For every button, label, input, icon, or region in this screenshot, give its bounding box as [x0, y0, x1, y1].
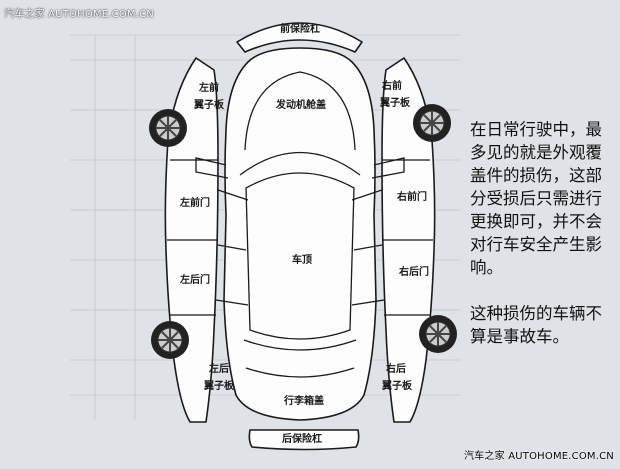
watermark-top: 汽车之家 AUTOHOME.COM.CN — [4, 9, 154, 20]
hood-panel — [244, 71, 356, 151]
left-front-fender-label-line1: 左前 — [198, 81, 219, 94]
trunk-label: 行李箱盖 — [283, 394, 324, 407]
front-bumper-panel — [236, 22, 363, 53]
right-front-door-label: 右前门 — [396, 190, 427, 203]
windshield — [239, 151, 361, 176]
left-c-pillar-link — [215, 299, 249, 306]
rear-bumper-panel — [248, 429, 360, 451]
left-rear-door-label: 左后门 — [179, 273, 210, 286]
right-front-fender-label-line1: 右前 — [381, 79, 402, 92]
right-rear-wheel-icon — [419, 315, 457, 353]
hood-label: 发动机舱盖 — [275, 98, 326, 111]
watermark-bottom: 汽车之家 AUTOHOME.COM.CN — [464, 451, 614, 462]
roof-label: 车顶 — [292, 253, 312, 266]
right-a-pillar-link — [351, 189, 383, 201]
left-b-pillar-link — [217, 244, 247, 251]
left-rear-fender-label-line1: 左后 — [208, 362, 229, 375]
note-paragraph-1: 在日常行驶中，最多见的就是外观覆盖件的损伤，这部分受损后只需进行更换即可，并不会… — [470, 120, 602, 277]
left-a-pillar-link — [217, 189, 249, 201]
car-body-outline — [223, 47, 377, 421]
left-rear-wheel-icon — [151, 321, 189, 359]
right-mirror — [371, 157, 405, 179]
left-mirror — [195, 157, 229, 179]
rear-window — [243, 339, 357, 351]
left-rear-fender-label-line2: 翼子板 — [203, 379, 235, 392]
right-b-pillar-link — [353, 244, 383, 251]
roof-panel — [245, 172, 355, 340]
right-front-wheel-icon — [413, 104, 451, 142]
right-rear-fender-label-line2: 翼子板 — [381, 379, 413, 392]
explanation-note: 在日常行驶中，最多见的就是外观覆盖件的损伤，这部分受损后只需进行更换即可，并不会… — [470, 118, 610, 348]
left-front-wheel-icon — [149, 109, 187, 147]
rear-bumper-label: 后保险杠 — [282, 432, 322, 445]
right-c-pillar-link — [351, 299, 385, 306]
left-front-fender-label-line2: 翼子板 — [193, 98, 225, 111]
trunk-panel — [245, 367, 355, 378]
right-rear-fender-label-line1: 右后 — [385, 362, 406, 375]
right-front-fender-label-line2: 翼子板 — [379, 96, 411, 109]
note-paragraph-2: 这种损伤的车辆不算是事故车。 — [470, 304, 602, 346]
left-front-door-label: 左前门 — [179, 196, 210, 209]
front-bumper-label: 前保险杠 — [280, 22, 320, 35]
right-rear-door-label: 右后门 — [398, 265, 429, 278]
